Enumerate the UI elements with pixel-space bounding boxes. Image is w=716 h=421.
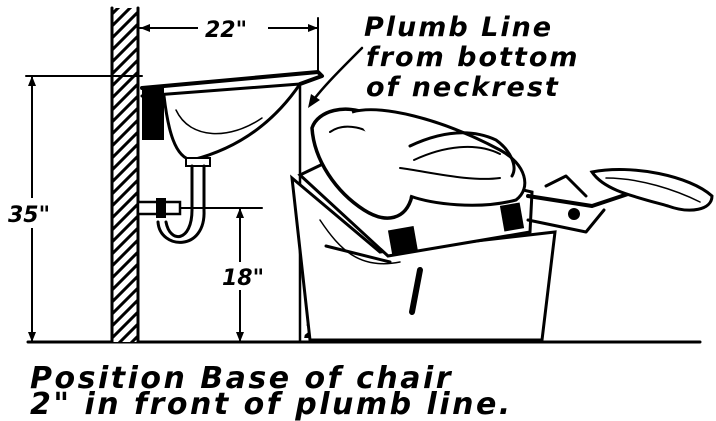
sink-bowl <box>140 70 324 167</box>
wall <box>110 6 140 344</box>
callout-line-2: from bottom <box>366 42 580 73</box>
callout-line-1: Plumb Line <box>364 12 553 43</box>
shampoo-chair <box>290 107 714 342</box>
sink-width-label: 22" <box>205 18 247 43</box>
total-height-label: 35" <box>8 203 50 228</box>
caption-line-1: Position Base of chair <box>30 361 453 396</box>
caption-line-2: 2" in front of plumb line. <box>30 387 513 421</box>
callout-line-3: of neckrest <box>366 72 560 103</box>
drain-height-label: 18" <box>222 266 264 291</box>
plumb-line-callout-arrow <box>308 46 364 108</box>
drain-p-trap <box>136 164 206 244</box>
